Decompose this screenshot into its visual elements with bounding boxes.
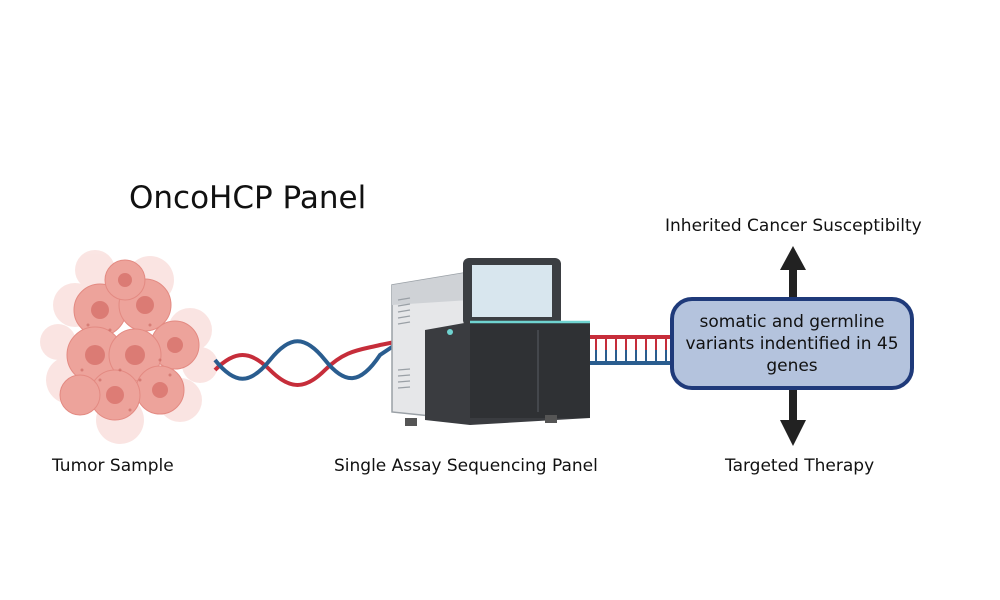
dna-ladder-icon: [590, 335, 672, 365]
dna-helix-icon: [213, 339, 397, 387]
targeted-therapy-label: Targeted Therapy: [725, 456, 875, 476]
sequencer-machine-icon: [391, 258, 590, 426]
tumor-sample-label: Tumor Sample: [52, 456, 174, 476]
variants-result-box: somatic and germline variants indentifie…: [670, 297, 914, 390]
diagram-title: OncoHCP Panel: [129, 180, 367, 216]
sequencing-panel-label: Single Assay Sequencing Panel: [334, 456, 598, 476]
arrow-up-icon: [780, 246, 806, 298]
arrow-down-icon: [780, 390, 806, 446]
tumor-cell-cluster-icon: [40, 250, 218, 444]
inherited-susceptibility-label: Inherited Cancer Susceptibilty: [665, 216, 922, 236]
variants-result-text: somatic and germline variants indentifie…: [685, 311, 899, 376]
